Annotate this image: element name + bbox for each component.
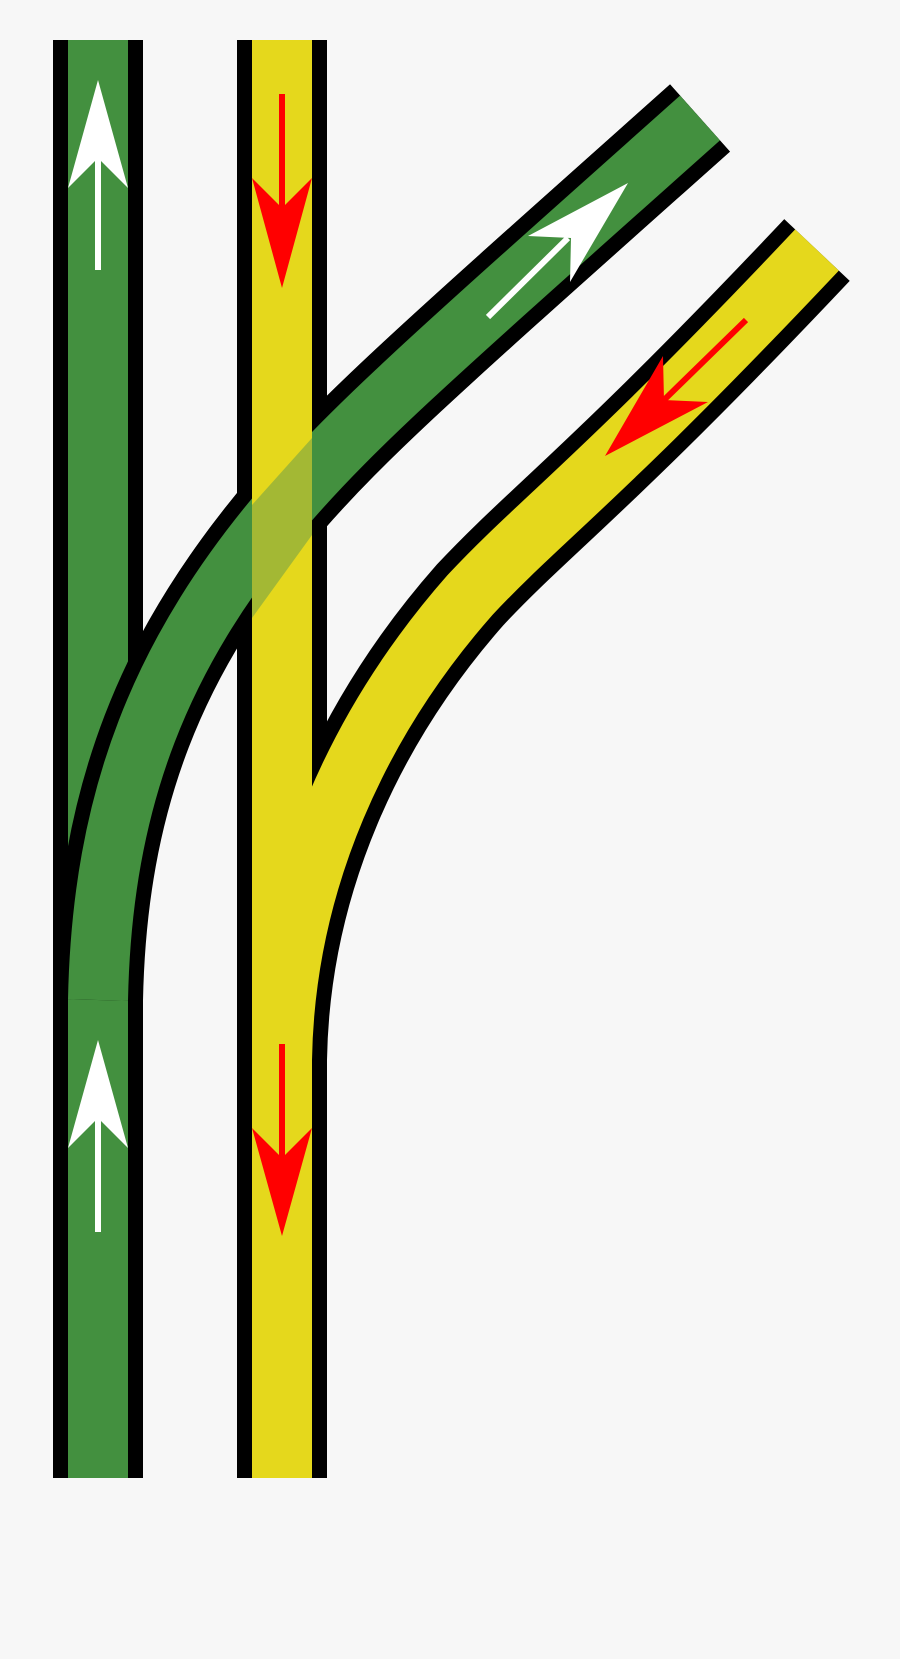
red-down-arrow-icon: [252, 1044, 312, 1236]
white-up-arrow-icon: [68, 80, 128, 270]
red-diagonal-arrow-icon: [605, 317, 749, 456]
white-diagonal-arrow-icon: [485, 183, 628, 320]
red-down-arrow-icon: [252, 94, 312, 288]
track-overlap: [252, 438, 312, 618]
white-up-arrow-icon: [68, 1040, 128, 1232]
